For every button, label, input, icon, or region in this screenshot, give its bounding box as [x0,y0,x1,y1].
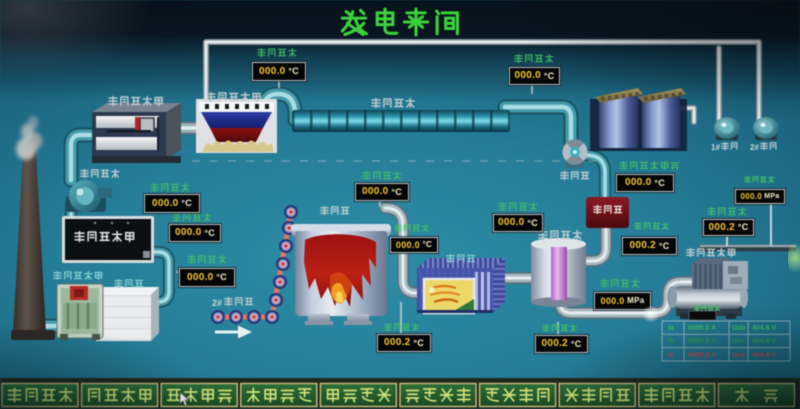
svg-text:404.8 V: 404.8 V [752,325,776,332]
svg-text:2#: 2# [750,143,759,152]
svg-text:404.8 V: 404.8 V [752,352,776,359]
svg-text:Ib: Ib [668,338,674,345]
svg-text:Ia: Ia [668,325,674,332]
svg-text:Uab: Uab [732,325,745,332]
svg-text:Ic: Ic [668,352,674,359]
svg-text:0000.0 A: 0000.0 A [688,352,716,359]
svg-text:2#: 2# [212,298,222,308]
svg-text:Uca: Uca [732,352,745,359]
svg-text:Ubc: Ubc [732,338,745,345]
svg-text:1#: 1# [711,143,720,152]
svg-text:0000.0 A: 0000.0 A [688,325,716,332]
svg-text:0000.0 A: 0000.0 A [688,338,716,345]
svg-text:404.8 V: 404.8 V [752,338,776,345]
